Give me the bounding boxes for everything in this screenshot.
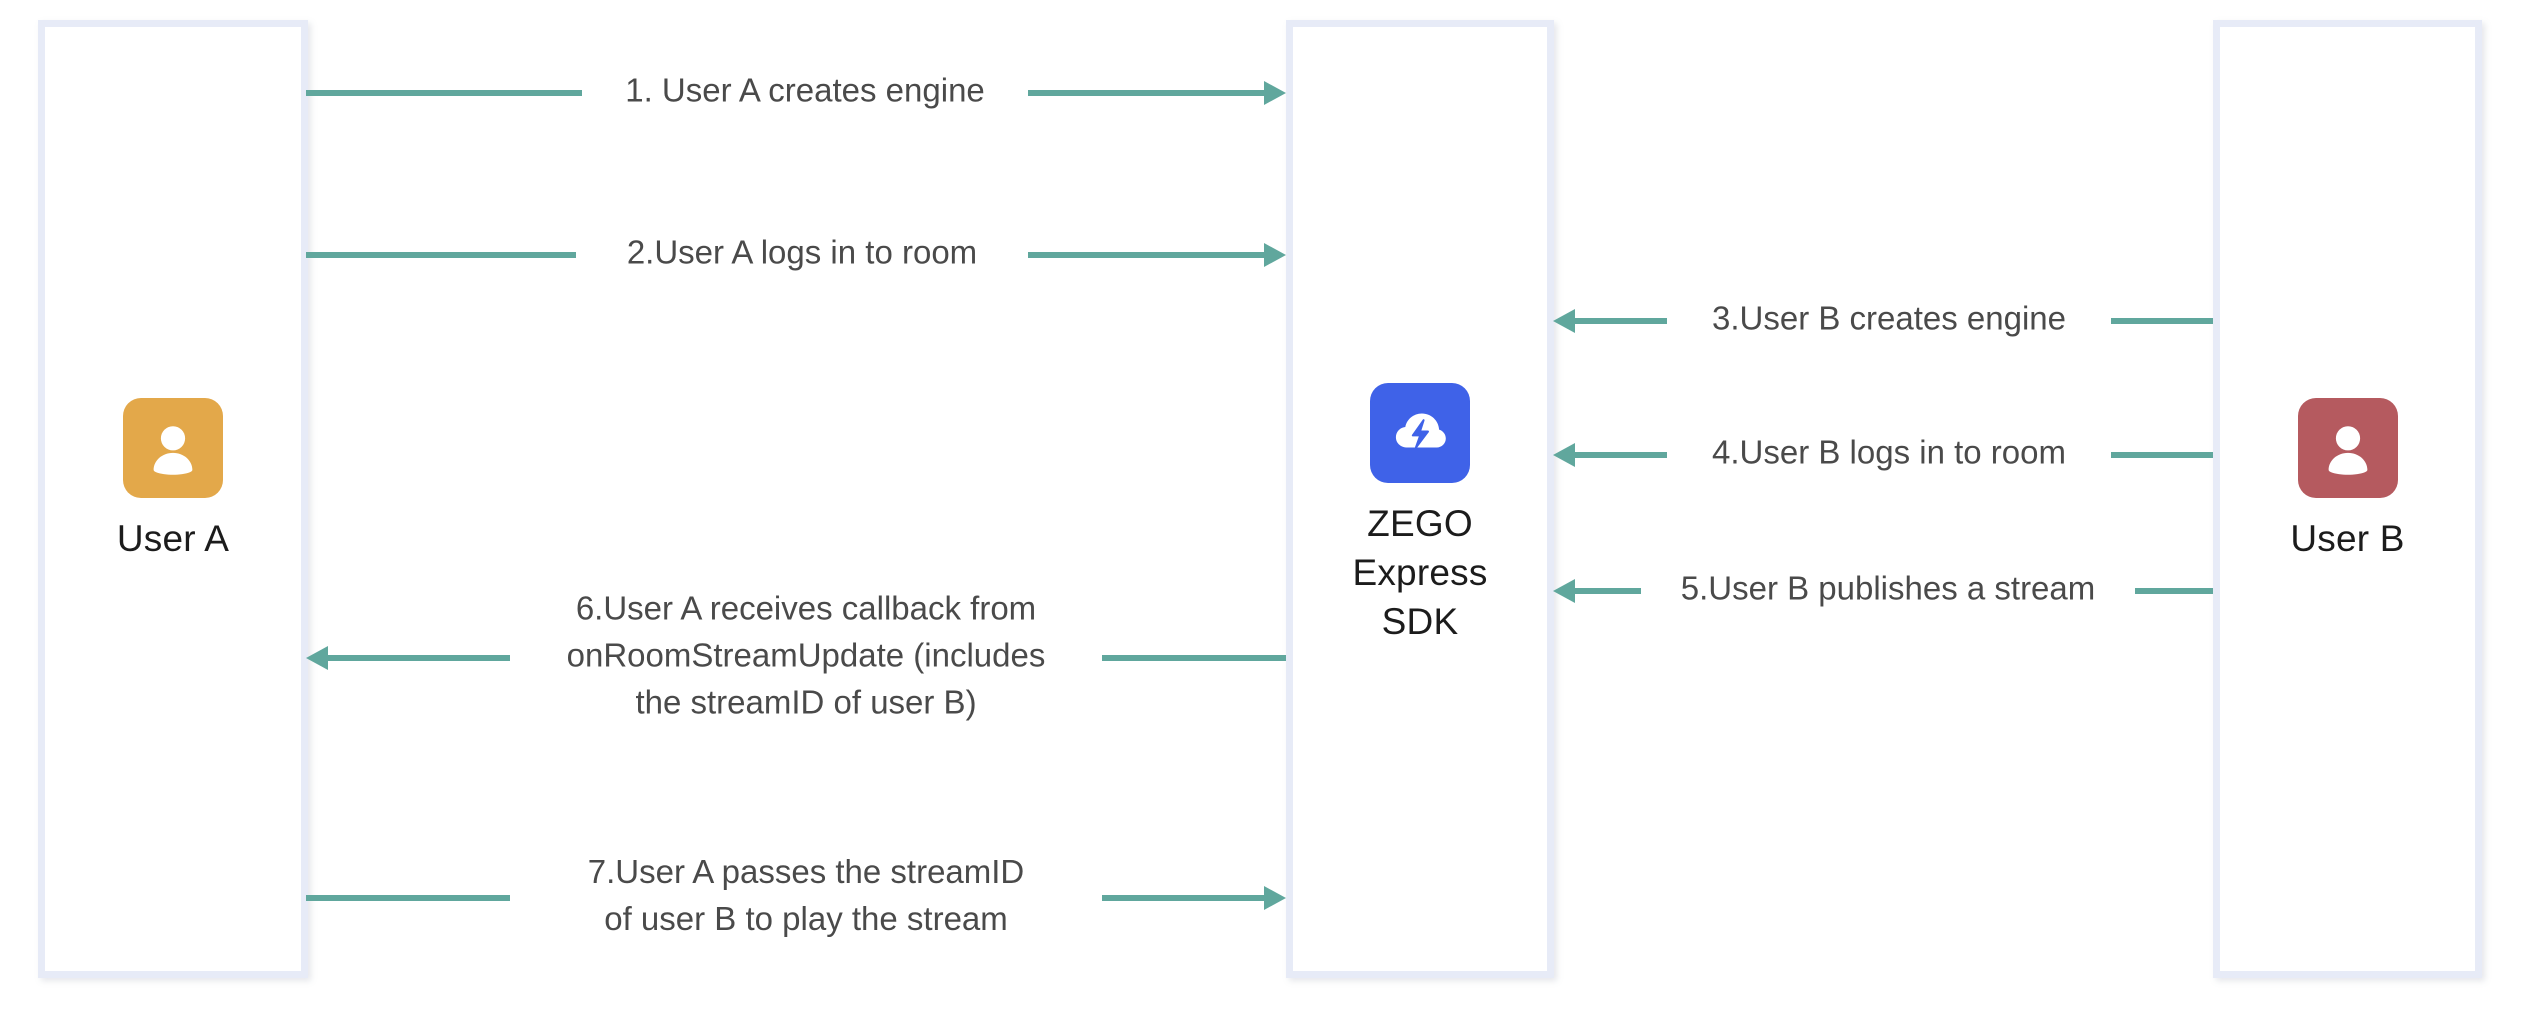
- arrowhead-left: [306, 646, 328, 670]
- node-user-b: User B: [2213, 398, 2482, 563]
- arrowhead-left: [1553, 579, 1575, 603]
- arrow-line-left: [326, 655, 510, 661]
- arrow-line-right: [1028, 90, 1264, 96]
- avatar: [2297, 398, 2398, 498]
- arrow-line-right: [1102, 655, 1286, 661]
- arrow-line-right: [1028, 252, 1264, 258]
- lifeline-user-a: [38, 20, 308, 978]
- message-label: 1. User A creates engine: [625, 71, 985, 109]
- arrow-line-left: [1573, 452, 1667, 458]
- arrow-line-left: [1573, 318, 1667, 324]
- arrowhead-right: [1264, 81, 1286, 105]
- lifeline-zego-express-sdk: [1286, 20, 1554, 978]
- message-label: 5.User B publishes a stream: [1680, 569, 2096, 607]
- arrowhead-left: [1553, 309, 1575, 333]
- arrow-line-left: [306, 252, 576, 258]
- user-avatar-icon: [142, 417, 204, 479]
- message-label: 3.User B creates engine: [1711, 299, 2067, 337]
- avatar: [123, 398, 223, 498]
- node-label: ZEGO Express SDK: [1352, 503, 1488, 642]
- arrow-line-left: [306, 895, 510, 901]
- node-label: User B: [2290, 518, 2405, 559]
- message-label: 7.User A passes the streamID of user B t…: [587, 853, 1025, 937]
- node-zego-express-sdk: ZEGO Express SDK: [1286, 383, 1554, 646]
- sdk-logo: [1370, 383, 1470, 483]
- arrow-line-left: [306, 90, 582, 96]
- node-user-a: User A: [38, 398, 308, 563]
- zego-cloud-bolt-icon: [1386, 399, 1454, 467]
- arrow-line-right: [2111, 452, 2213, 458]
- arrowhead-left: [1553, 443, 1575, 467]
- arrow-line-right: [2135, 588, 2213, 594]
- message-label: 2.User A logs in to room: [626, 233, 978, 271]
- arrowhead-right: [1264, 243, 1286, 267]
- arrowhead-right: [1264, 886, 1286, 910]
- user-avatar-icon: [2317, 417, 2379, 479]
- arrow-line-right: [1102, 895, 1264, 901]
- lifeline-user-b: [2213, 20, 2482, 978]
- arrow-line-left: [1573, 588, 1641, 594]
- arrow-line-right: [2111, 318, 2213, 324]
- node-label: User A: [116, 518, 230, 559]
- message-label: 4.User B logs in to room: [1712, 433, 2066, 471]
- message-label: 6.User A receives callback from onRoomSt…: [566, 589, 1046, 721]
